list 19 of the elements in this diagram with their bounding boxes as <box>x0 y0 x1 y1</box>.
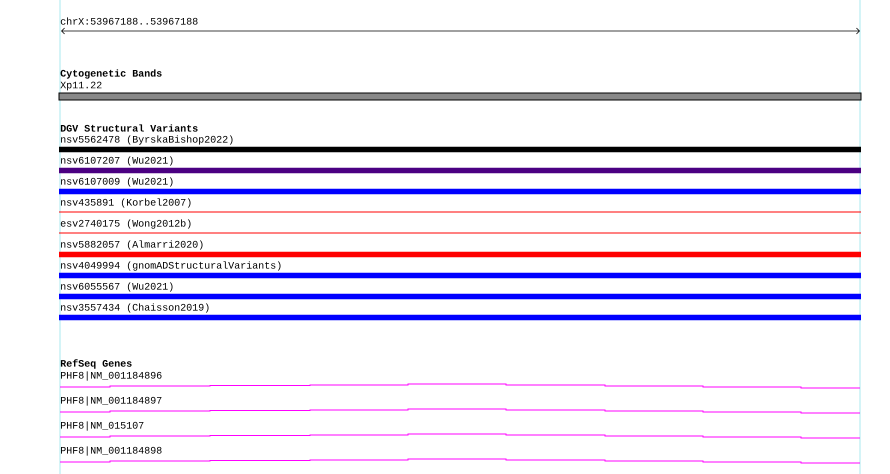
track-heading: Cytogenetic Bands <box>60 69 162 79</box>
node-label: Xp11.22 <box>60 82 102 90</box>
variant-bar: nsv6055567 (Wu2021) <box>59 282 861 300</box>
cytoband-bar: Xp11.22 <box>58 82 862 100</box>
variant-bar: nsv6107009 (Wu2021) <box>59 177 861 194</box>
coordinate-label: chrX:53967188..53967188 <box>60 17 198 25</box>
variant-bar: nsv6107207 (Wu2021) <box>59 156 861 174</box>
gene-track: PHF8|NM_001184897 <box>60 396 860 414</box>
variant-bar: nsv3557434 (Chaisson2019) <box>59 303 861 320</box>
variant-bar: nsv5882057 (Almarri2020) <box>59 240 861 258</box>
gene-track: PHF8|NM_001184896 <box>60 371 860 388</box>
track-heading: DGV Structural Variants <box>60 124 198 132</box>
gene-track: PHF8|NM_001184898 <box>60 446 860 464</box>
variant-bar: nsv435891 (Korbel2007) <box>58 198 862 212</box>
gene-track: PHF8|NM_015107 <box>60 421 860 438</box>
variant-bar: nsv4049994 (gnomADStructuralVariants) <box>59 261 861 278</box>
track-heading: RefSeq Genes <box>60 359 132 369</box>
variant-bar: esv2740175 (Wong2012b) <box>58 219 862 234</box>
variant-bar: nsv5562478 (ByrskaBishop2022) <box>59 135 861 152</box>
